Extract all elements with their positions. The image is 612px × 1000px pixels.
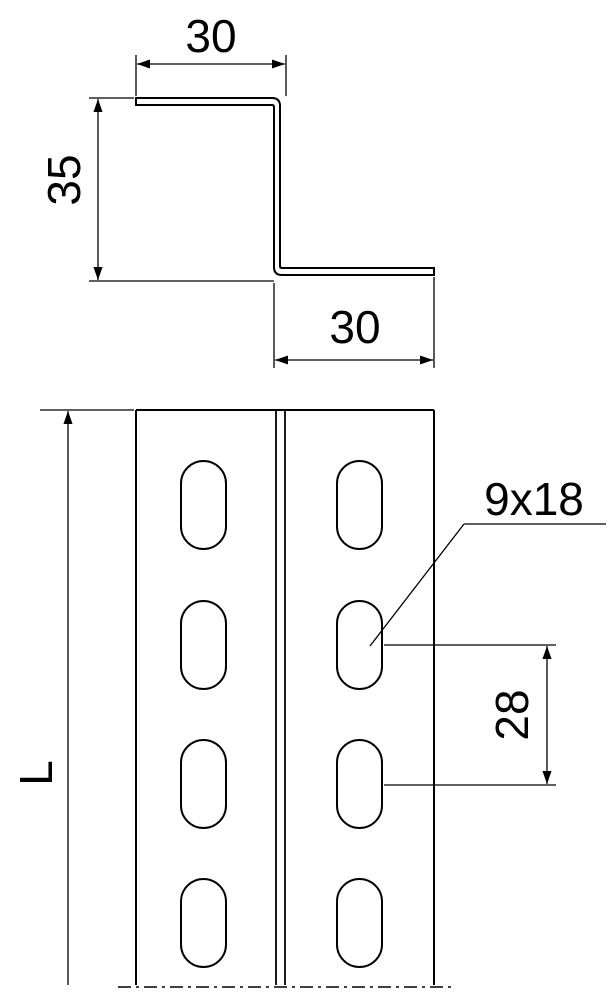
dimension-bottom-flange-label: 30 [329, 301, 380, 353]
dimension-top-flange-label: 30 [185, 10, 236, 62]
slot-hole [180, 739, 227, 829]
dimension-web-height: 35 [38, 97, 274, 282]
profile-section [135, 97, 435, 276]
slot-hole [336, 878, 383, 968]
slot-hole [336, 460, 383, 550]
slot-size-label: 9x18 [484, 473, 584, 525]
dimension-top-flange: 30 [135, 10, 287, 96]
dimension-bottom-flange: 30 [273, 277, 435, 368]
slot-hole [180, 460, 227, 550]
z-profile-outline [135, 97, 435, 276]
slot-hole [336, 600, 383, 690]
slot-pitch-label: 28 [486, 689, 538, 740]
slot-hole [180, 878, 227, 968]
slot-hole [336, 739, 383, 829]
front-view [118, 409, 452, 988]
dimension-length: L [10, 409, 134, 985]
dimension-slot-pitch: 28 [384, 644, 556, 786]
leader-line [369, 523, 465, 647]
slot-hole [180, 600, 227, 690]
dimension-web-height-label: 35 [38, 154, 90, 205]
slot-size-callout: 9x18 [369, 473, 606, 647]
dimension-length-label: L [10, 760, 62, 786]
